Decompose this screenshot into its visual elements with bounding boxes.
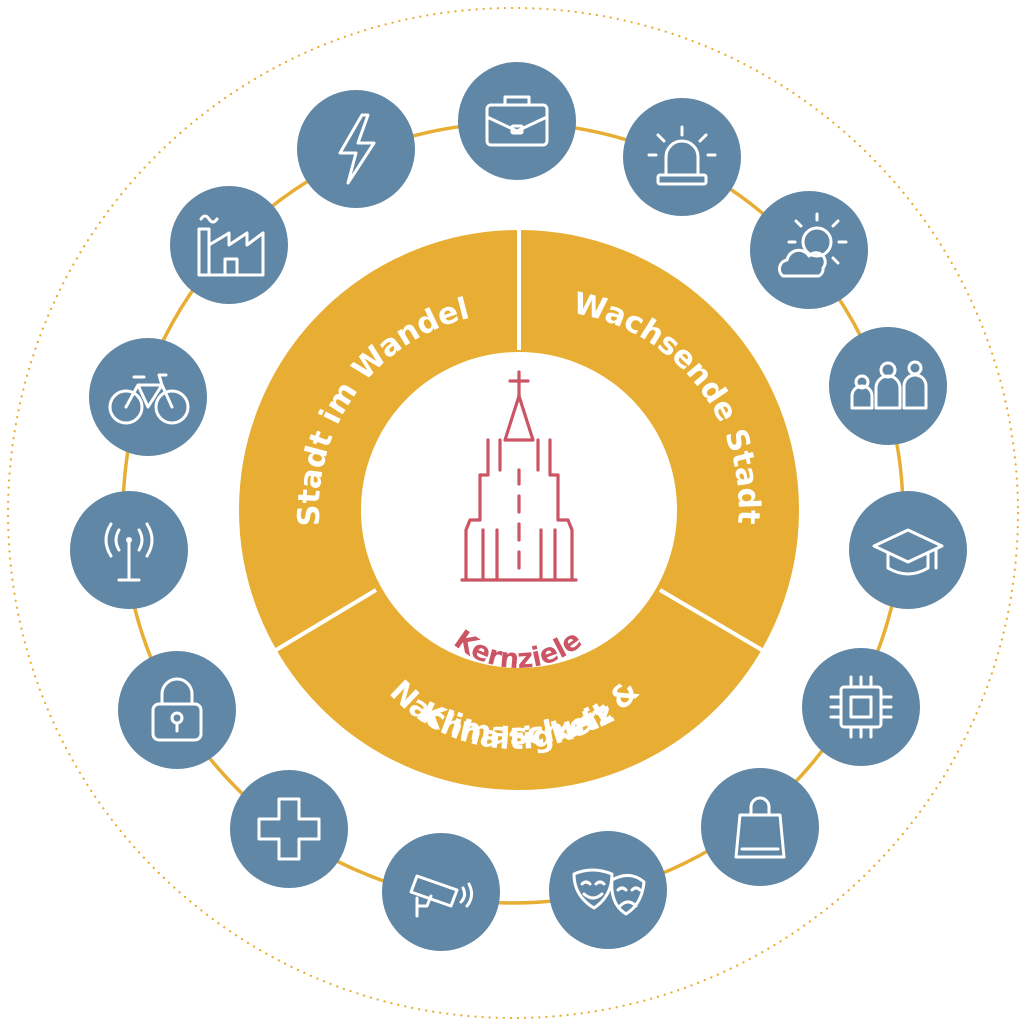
- topic-bicycle: [89, 338, 207, 456]
- topic-microchip: [802, 648, 920, 766]
- topic-circle: [458, 62, 576, 180]
- topic-circle: [829, 327, 947, 445]
- outer-dotted-ring: [6, 6, 1020, 1020]
- topic-circle: [118, 651, 236, 769]
- segment-separator: [274, 588, 378, 652]
- topic-family: [829, 327, 947, 445]
- topic-padlock: [118, 651, 236, 769]
- topic-medical-cross: [230, 770, 348, 888]
- topic-graduation-cap: [849, 491, 967, 609]
- weather-icon: [778, 212, 848, 278]
- topic-circle: [802, 648, 920, 766]
- factory-icon: [197, 214, 265, 277]
- topic-surveillance-camera: [382, 833, 500, 951]
- medical-cross-icon: [257, 797, 321, 861]
- padlock-icon: [151, 677, 203, 742]
- topic-alarm-light: [623, 98, 741, 216]
- theater-masks-icon: [572, 868, 646, 916]
- topic-circle: [623, 98, 741, 216]
- lightning-icon: [338, 113, 376, 185]
- topic-circle: [849, 491, 967, 609]
- topic-circle: [89, 338, 207, 456]
- segment-separator: [658, 588, 764, 652]
- topic-shopping-bag: [701, 768, 819, 886]
- topic-radio-antenna: [70, 491, 188, 609]
- topic-circle: [382, 833, 500, 951]
- graduation-cap-icon: [872, 528, 944, 576]
- shopping-bag-icon: [734, 796, 786, 859]
- topic-factory: [170, 186, 288, 304]
- radio-antenna-icon: [104, 522, 154, 582]
- family-icon: [850, 360, 928, 410]
- topic-briefcase: [458, 62, 576, 180]
- topic-circle: [701, 768, 819, 886]
- briefcase-icon: [485, 95, 549, 147]
- topic-lightning: [297, 90, 415, 208]
- topic-circle: [750, 191, 868, 309]
- core-ring: [239, 230, 799, 790]
- topic-theater-masks: [549, 831, 667, 949]
- bicycle-icon: [108, 373, 190, 425]
- topic-icons: [70, 62, 967, 951]
- topic-weather: [750, 191, 868, 309]
- topic-circle: [297, 90, 415, 208]
- microchip-icon: [829, 675, 893, 739]
- church-icon: [460, 370, 578, 582]
- alarm-light-icon: [647, 125, 717, 186]
- topic-circle: [230, 770, 348, 888]
- surveillance-camera-icon: [409, 874, 474, 918]
